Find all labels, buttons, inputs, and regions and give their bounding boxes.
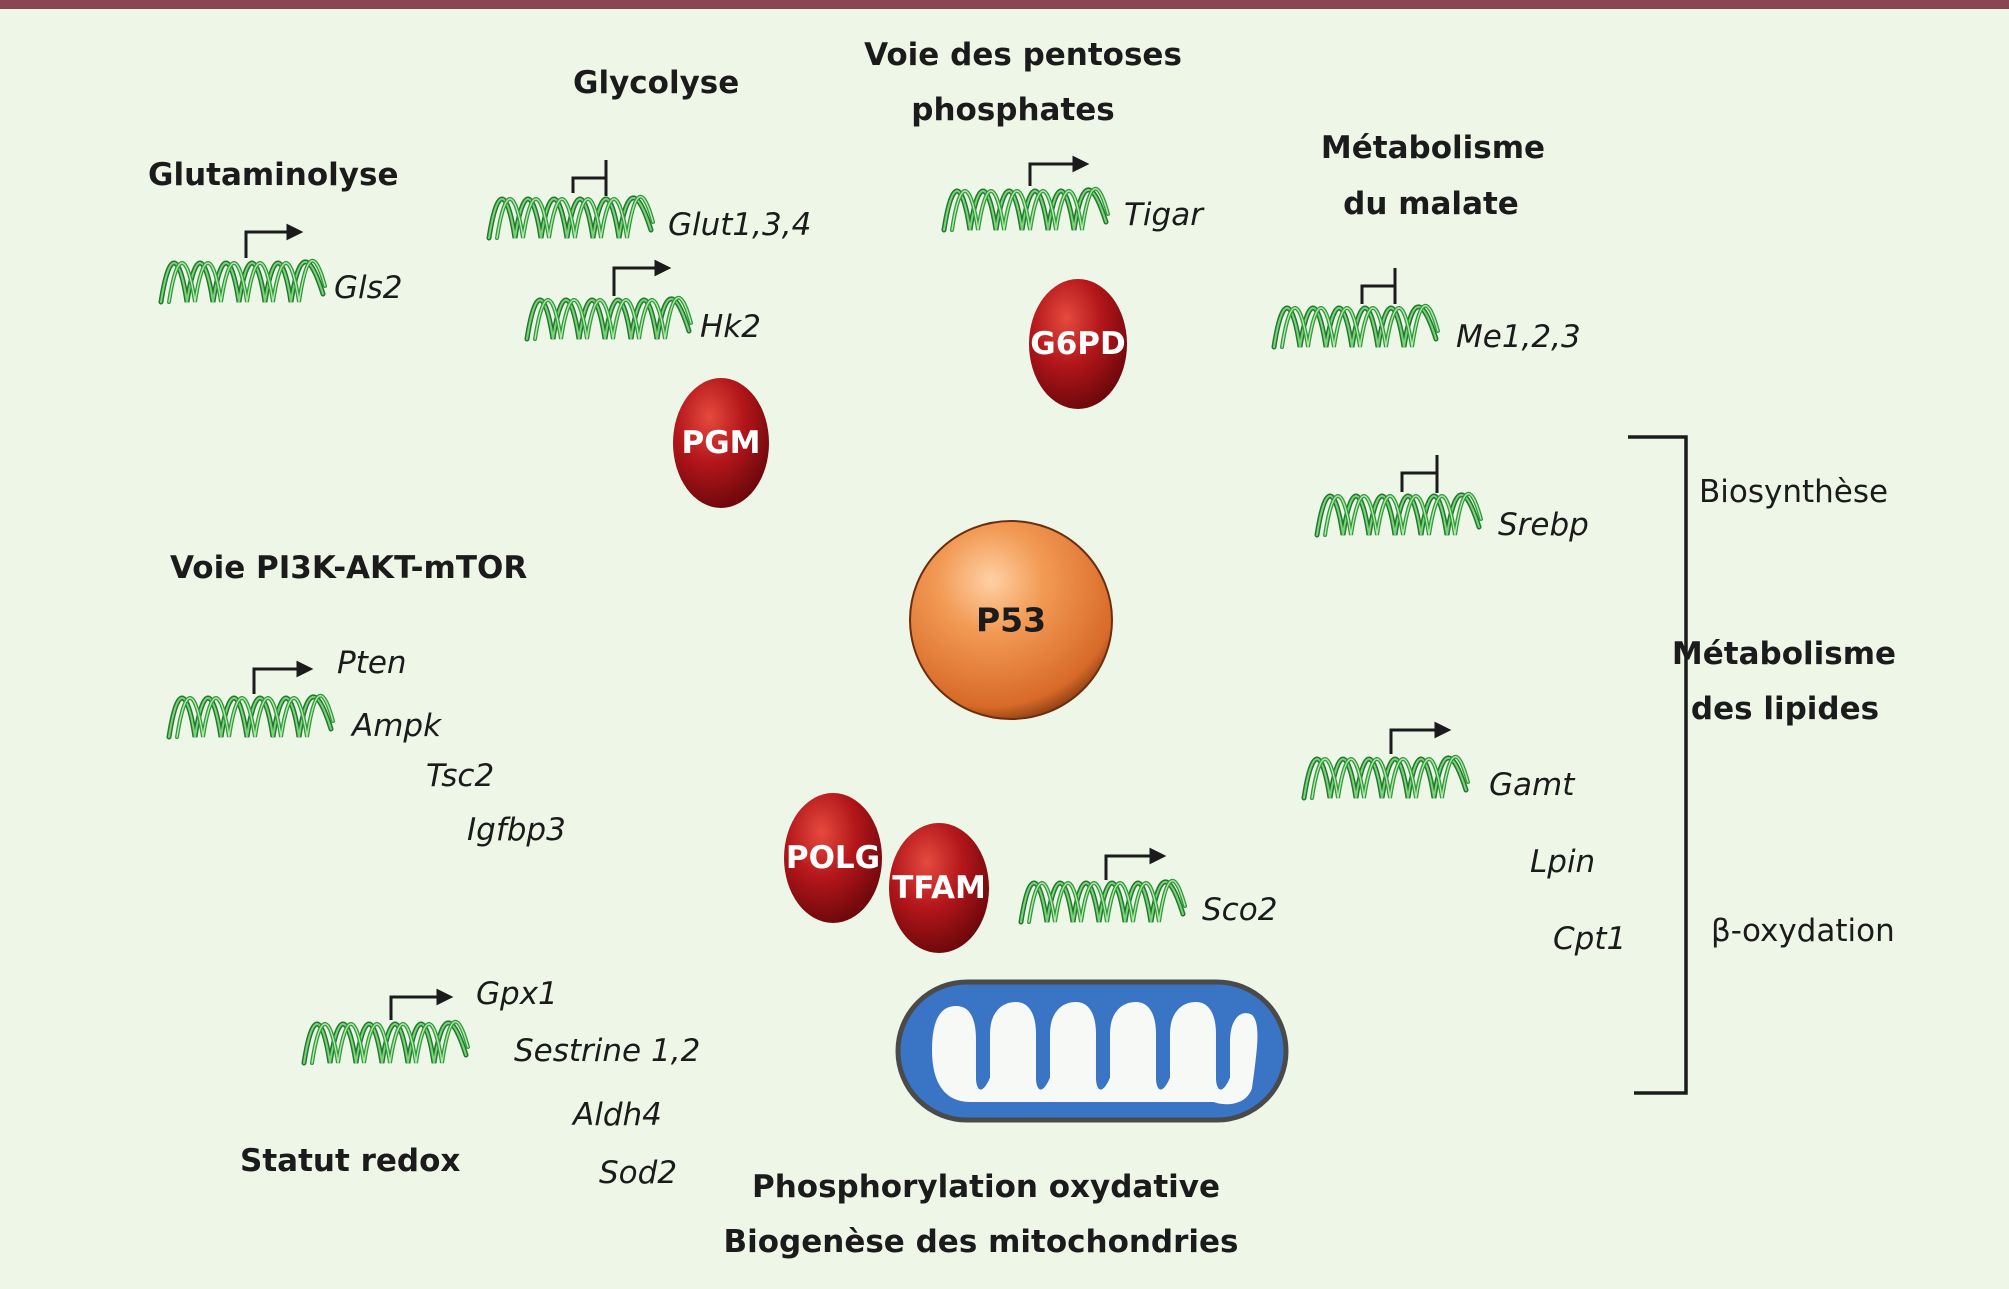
gene-srebp: Srebp (1498, 507, 1589, 543)
gene-aldh4: Aldh4 (573, 1097, 662, 1133)
protein-g6pd: G6PD (1027, 277, 1129, 411)
gene-sestrine: Sestrine 1,2 (514, 1033, 701, 1069)
activation-arrow-icon (612, 259, 672, 296)
activation-arrow-icon (1389, 721, 1452, 754)
label-biosynthese: Biosynthèse (1699, 474, 1889, 510)
label-beta-oxydation: β-oxydation (1711, 913, 1895, 949)
section-malate-line2: du malate (1343, 186, 1519, 222)
section-glycolyse: Glycolyse (573, 65, 740, 101)
gene-ampk: Ampk (352, 708, 442, 744)
gene-igfbp3: Igfbp3 (467, 812, 566, 848)
section-redox: Statut redox (240, 1143, 461, 1179)
lipid-bracket (1628, 435, 1688, 1095)
mitochondrion-icon (895, 979, 1289, 1123)
protein-p53: P53 (907, 518, 1115, 722)
protein-tfam-label: TFAM (892, 870, 986, 906)
gene-me: Me1,2,3 (1456, 319, 1581, 355)
activation-arrow-icon (1104, 847, 1167, 880)
activation-arrow-icon (389, 988, 454, 1020)
activation-arrow-icon (252, 660, 314, 694)
section-lipides-line2: des lipides (1690, 691, 1880, 727)
gene-pten: Pten (337, 645, 407, 681)
protein-pgm-label: PGM (681, 425, 761, 461)
repression-bar-icon (1360, 268, 1397, 304)
protein-p53-label: P53 (975, 600, 1047, 640)
section-oxphos-line1: Phosphorylation oxydative (751, 1169, 1221, 1205)
gene-gpx1: Gpx1 (476, 976, 558, 1012)
protein-tfam: TFAM (887, 821, 991, 955)
protein-polg-label: POLG (785, 840, 881, 876)
gene-glut: Glut1,3,4 (668, 207, 812, 243)
repression-bar-icon (1400, 455, 1439, 493)
repression-bar-icon (571, 160, 608, 196)
top-accent-bar (0, 0, 2009, 9)
section-glutaminolyse: Glutaminolyse (148, 157, 399, 193)
activation-arrow-icon (244, 223, 304, 258)
protein-polg: POLG (782, 791, 884, 925)
gene-gls2: Gls2 (334, 270, 403, 306)
activation-arrow-icon (1028, 155, 1090, 186)
gene-tsc2: Tsc2 (426, 758, 495, 794)
gene-tigar: Tigar (1124, 197, 1203, 233)
section-lipides-line1: Métabolisme (1671, 636, 1897, 672)
protein-pgm: PGM (671, 376, 771, 510)
gene-gamt: Gamt (1489, 767, 1575, 803)
section-malate-line1: Métabolisme (1320, 130, 1546, 166)
gene-sod2: Sod2 (599, 1155, 678, 1191)
gene-hk2: Hk2 (700, 309, 761, 345)
gene-cpt1: Cpt1 (1553, 921, 1627, 957)
section-oxphos-line2: Biogenèse des mitochondries (723, 1224, 1239, 1260)
section-pi3k: Voie PI3K-AKT-mTOR (170, 550, 528, 586)
section-pentoses-line1: Voie des pentoses (864, 37, 1182, 73)
section-pentoses-line2: phosphates (911, 92, 1115, 128)
gene-sco2: Sco2 (1202, 892, 1278, 928)
protein-g6pd-label: G6PD (1030, 326, 1126, 362)
gene-lpin: Lpin (1530, 844, 1596, 880)
